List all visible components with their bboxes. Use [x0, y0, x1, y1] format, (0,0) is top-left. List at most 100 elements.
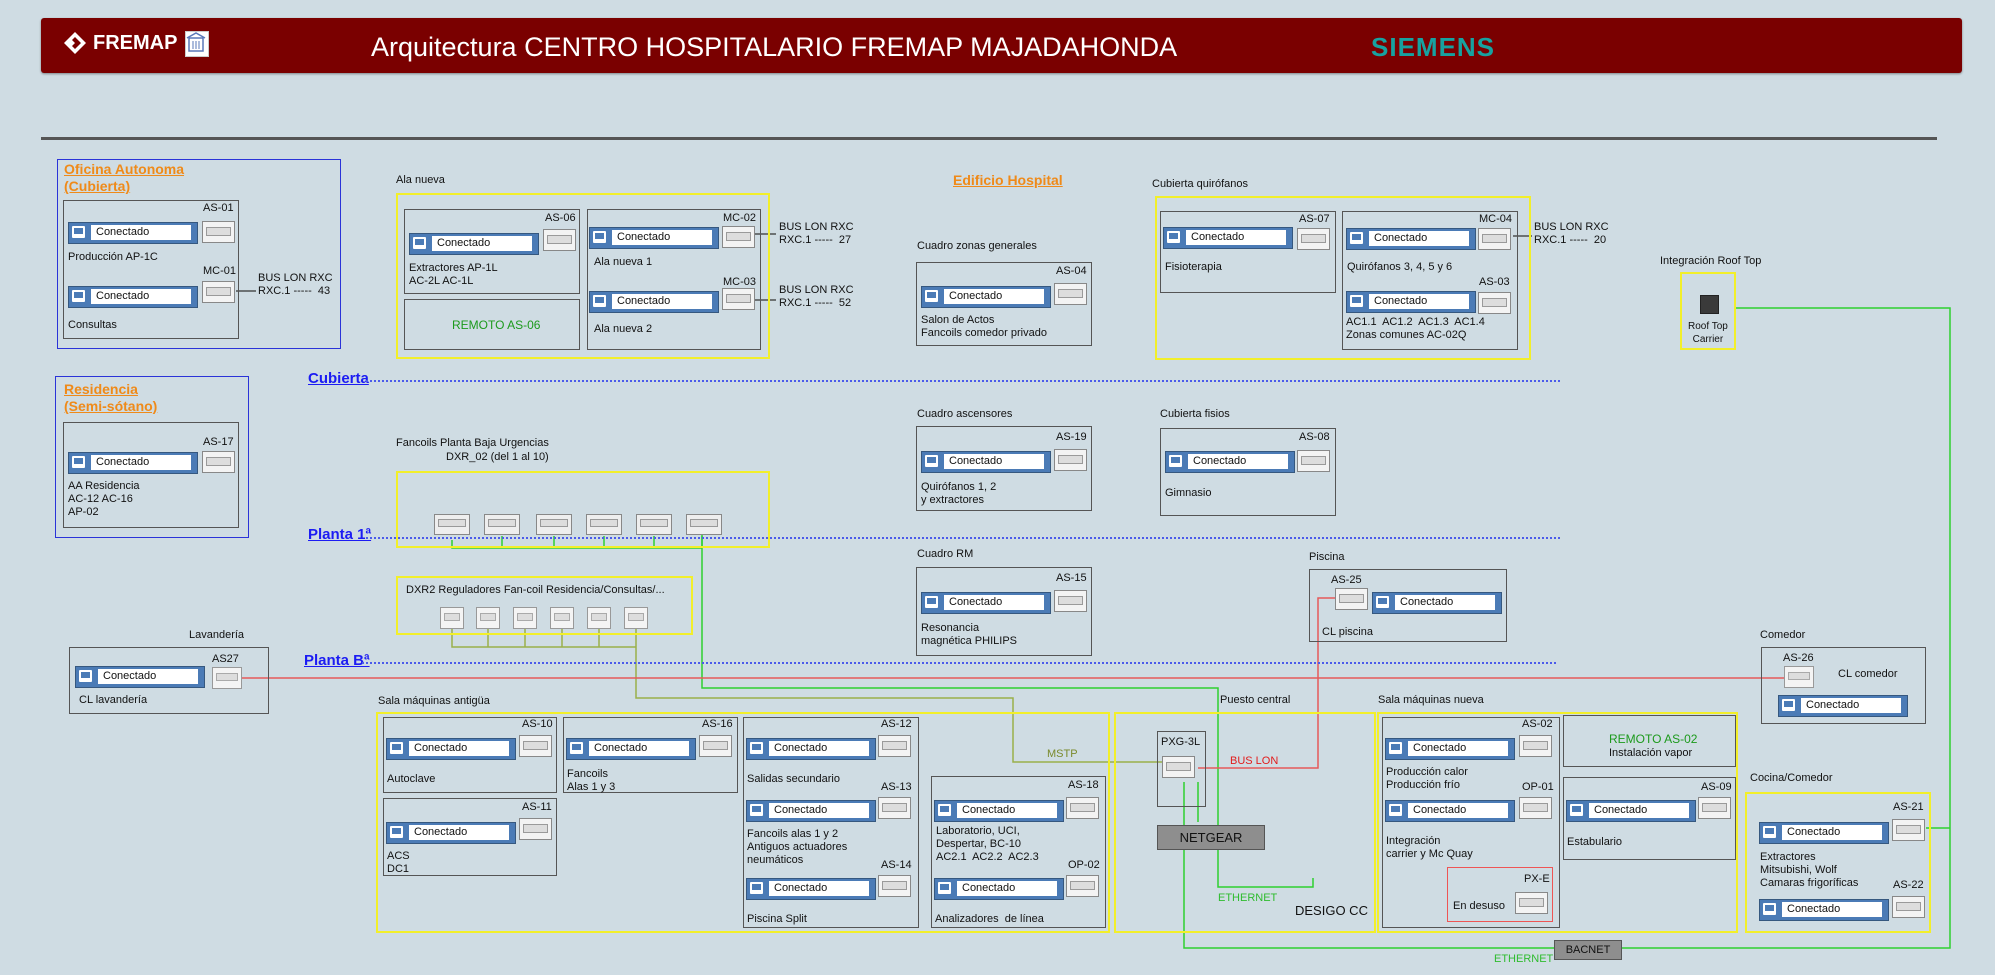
as08-device-icon — [1297, 450, 1330, 472]
as13-status[interactable]: Conectado — [746, 800, 876, 822]
mc01-id: MC-01 — [203, 265, 237, 277]
as10-status[interactable]: Conectado — [386, 738, 516, 760]
status-text: Conectado — [944, 289, 1044, 304]
as27-panel — [69, 647, 269, 714]
as26-status[interactable]: Conectado — [1778, 695, 1908, 717]
as03-desc: AC1.1 AC1.2 AC1.3 AC1.4 Zonas comunes AC… — [1346, 316, 1485, 341]
as09-id: AS-09 — [1701, 781, 1732, 793]
controller-icon — [413, 237, 426, 249]
mc03-id: MC-03 — [723, 276, 757, 288]
controller-icon — [938, 804, 951, 816]
as03-status[interactable]: Conectado — [1346, 291, 1476, 313]
roof-top-title: Integración Roof Top — [1660, 255, 1762, 267]
status-text: Conectado — [957, 881, 1057, 896]
as27-desc: CL lavandería — [79, 694, 148, 706]
controller-icon — [72, 226, 85, 238]
as04-panel — [916, 262, 1092, 346]
as25-id: AS-25 — [1331, 574, 1362, 586]
as21-status[interactable]: Conectado — [1759, 822, 1889, 844]
as21-id: AS-21 — [1893, 801, 1924, 813]
dxr2-regulator-icon — [624, 607, 648, 629]
level-plantab: Planta Bª — [304, 652, 370, 669]
as18-desc: Laboratorio, UCI, Despertar, BC-10 AC2.1… — [936, 825, 1039, 863]
as11-status[interactable]: Conectado — [386, 822, 516, 844]
status-text: Conectado — [944, 454, 1044, 469]
edificio-hospital-title: Edificio Hospital — [953, 172, 1063, 188]
as12-status[interactable]: Conectado — [746, 738, 876, 760]
desigo-cc-label: DESIGO CC — [1295, 903, 1368, 918]
cuadro-ascensores-title: Cuadro ascensores — [917, 408, 1013, 420]
level-line-planta1 — [366, 537, 1560, 539]
as09-status[interactable]: Conectado — [1566, 800, 1696, 822]
sala-antigua-area — [376, 712, 1110, 933]
as17-status[interactable]: Conectado — [68, 452, 198, 474]
as14-status[interactable]: Conectado — [746, 878, 876, 900]
as12-device-icon — [878, 735, 911, 757]
as19-status[interactable]: Conectado — [921, 451, 1051, 473]
as14-id: AS-14 — [881, 859, 912, 871]
status-text: Conectado — [91, 455, 191, 470]
ethernet-label-2: ETHERNET — [1494, 953, 1554, 965]
as19-device-icon — [1054, 449, 1087, 471]
residencia-area — [55, 376, 249, 538]
as11-device-icon — [519, 818, 552, 840]
op02-status[interactable]: Conectado — [934, 878, 1064, 900]
as16-status[interactable]: Conectado — [566, 738, 696, 760]
as22-id: AS-22 — [1893, 879, 1924, 891]
as25-status[interactable]: Conectado — [1372, 592, 1502, 614]
as06-status[interactable]: Conectado — [409, 233, 539, 255]
status-text: Conectado — [1782, 902, 1882, 917]
as08-status[interactable]: Conectado — [1165, 451, 1295, 473]
dxr2-area — [396, 576, 693, 635]
pxe-desc: En desuso — [1453, 900, 1505, 912]
as02-status[interactable]: Conectado — [1385, 738, 1515, 760]
mc01-status[interactable]: Conectado — [68, 286, 198, 308]
as04-status[interactable]: Conectado — [921, 286, 1051, 308]
mc04-status[interactable]: Conectado — [1346, 228, 1476, 250]
controller-icon — [925, 290, 938, 302]
as08-desc: Gimnasio — [1165, 487, 1212, 499]
status-text: Conectado — [769, 881, 869, 896]
as22-status[interactable]: Conectado — [1759, 899, 1889, 921]
as07-status[interactable]: Conectado — [1163, 227, 1293, 249]
as27-status[interactable]: Conectado — [75, 666, 205, 688]
as11-panel — [383, 798, 557, 876]
mc03-device-icon — [722, 288, 755, 310]
mc01-device-icon — [202, 281, 235, 303]
as16-id: AS-16 — [702, 718, 733, 730]
as02-panel — [1382, 717, 1560, 928]
as15-status[interactable]: Conectado — [921, 592, 1051, 614]
bus-lon-rxc-43: BUS LON RXC RXC.1 ----- 43 — [258, 272, 333, 297]
as01-status[interactable]: Conectado — [68, 222, 198, 244]
cuadro-generales-title: Cuadro zonas generales — [917, 240, 1037, 252]
controller-icon — [1350, 232, 1363, 244]
mc-ala-panel — [587, 209, 761, 350]
as07-desc: Fisioterapia — [1165, 261, 1222, 273]
as21-desc: Extractores Mitsubishi, Wolf Camaras fri… — [1760, 851, 1859, 889]
controller-icon — [593, 231, 606, 243]
fancoil-device-icon — [434, 514, 470, 535]
as16-desc: Fancoils Alas 1 y 3 — [567, 768, 616, 793]
as11-desc: ACS DC1 — [387, 850, 410, 875]
mc03-status[interactable]: Conectado — [589, 291, 719, 313]
as14-device-icon — [878, 875, 911, 897]
level-line-cubierta — [366, 380, 1560, 382]
mc03-desc: Ala nueva 2 — [594, 323, 653, 335]
as01-panel — [63, 200, 239, 339]
as27-id: AS27 — [212, 653, 239, 665]
as01-id: AS-01 — [203, 202, 234, 214]
op01-status[interactable]: Conectado — [1385, 800, 1515, 822]
as06-device-icon — [543, 229, 576, 251]
status-text: Conectado — [1801, 698, 1901, 713]
as08-panel — [1160, 428, 1336, 516]
roof-top-unit-icon — [1700, 295, 1719, 314]
sala-antigua-title: Sala máquinas antigüa — [378, 695, 490, 707]
as11-id: AS-11 — [522, 801, 552, 813]
pxe-id: PX-E — [1524, 873, 1550, 885]
mc02-status[interactable]: Conectado — [589, 227, 719, 249]
dxr2-regulator-icon — [587, 607, 611, 629]
bacnet-node[interactable]: BACNET — [1554, 940, 1622, 960]
netgear-switch[interactable]: NETGEAR — [1157, 825, 1265, 850]
as18-status[interactable]: Conectado — [934, 800, 1064, 822]
mc01-desc: Consultas — [68, 319, 117, 331]
